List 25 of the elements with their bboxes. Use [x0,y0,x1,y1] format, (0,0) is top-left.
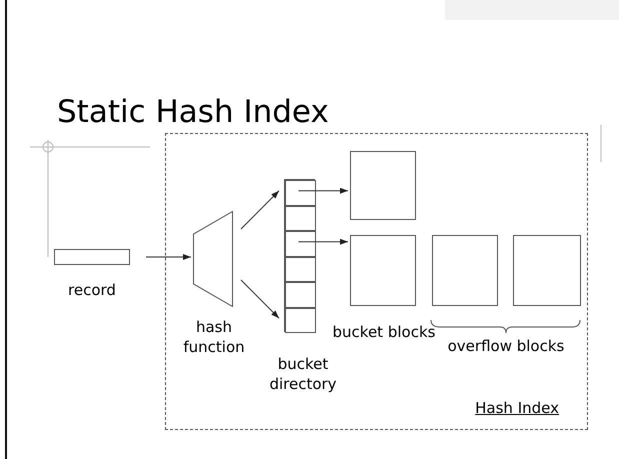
arrow [298,238,348,245]
directory-slot [285,206,316,231]
arrow [298,188,348,194]
group-caption: overflow blocks [446,336,566,356]
block-box [513,235,581,306]
block-box [54,249,130,265]
node-caption: bucket directory [268,354,338,394]
node-caption: record [67,280,117,300]
arrow [146,254,192,260]
block-box [432,235,498,306]
block-box [350,235,416,306]
arrow [240,190,280,230]
group-caption: bucket blocks [332,322,436,342]
block-box [350,151,416,220]
index-region [165,133,588,430]
directory-slot [285,180,316,206]
region-title: Hash Index [475,398,559,418]
directory-slot [285,282,316,308]
bucket-directory-box [284,179,315,332]
slide-title: Static Hash Index [57,93,329,131]
node-caption: hash function [182,317,246,357]
arrow [240,280,280,319]
directory-slot [285,256,316,282]
directory-slot [285,231,316,256]
directory-slot [285,308,316,333]
